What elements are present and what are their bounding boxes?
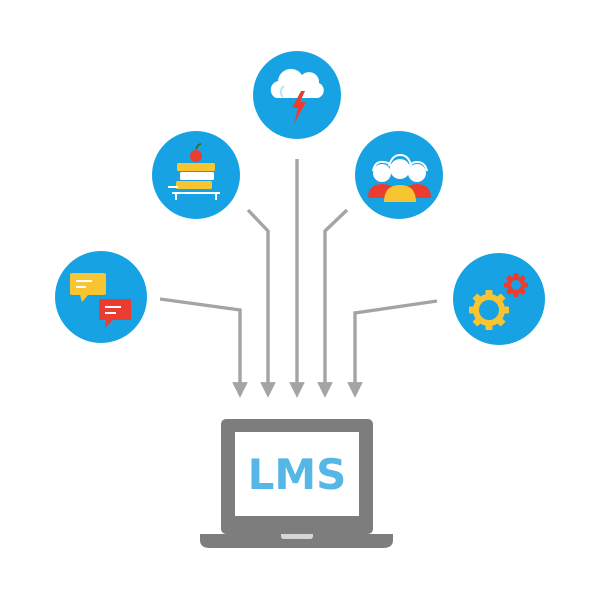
chat-bubbles-icon xyxy=(70,273,131,328)
books-apple-icon xyxy=(168,143,220,200)
lms-label: LMS xyxy=(248,450,347,499)
people-node xyxy=(355,131,443,219)
connector-chat xyxy=(159,297,248,398)
chat-node xyxy=(55,251,147,343)
cloud-lightning-icon xyxy=(270,68,324,124)
laptop-notch xyxy=(281,534,313,539)
gears-node xyxy=(453,253,545,345)
people-group-icon xyxy=(368,153,431,202)
laptop: LMS xyxy=(200,419,393,548)
gears-icon xyxy=(469,273,528,330)
laptop-base xyxy=(200,534,393,548)
connector-lines xyxy=(159,159,438,398)
cloud-node xyxy=(253,51,341,139)
connector-gears xyxy=(347,299,438,398)
books-node xyxy=(152,131,240,219)
connector-books xyxy=(246,208,276,398)
laptop-screen xyxy=(235,432,359,516)
connector-people xyxy=(317,208,349,398)
